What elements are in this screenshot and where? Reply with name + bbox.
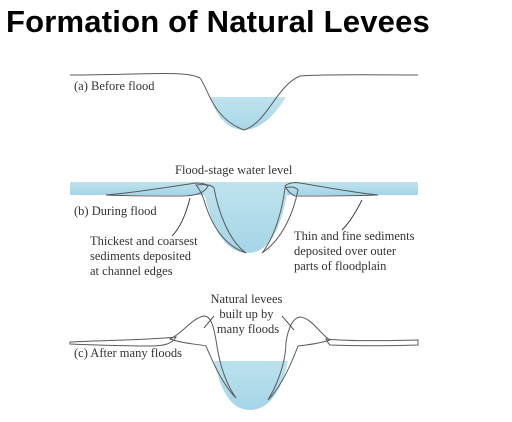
water-level-label: Flood-stage water level	[175, 163, 293, 177]
diagram-title: Formation of Natural Levees	[6, 4, 430, 39]
panel-before-flood: (a) Before flood	[69, 72, 419, 131]
sediment-layer-left	[105, 182, 209, 197]
panel-a-label: (a) Before flood	[74, 79, 155, 93]
leader-right	[341, 199, 363, 231]
sediment-wedge-left	[194, 184, 247, 254]
levee-note-line: Natural levees	[211, 292, 283, 306]
right-note: Thin and fine sediments deposited over o…	[294, 229, 418, 273]
sediment-layer-right	[284, 182, 379, 197]
levee-note-line: many floods	[217, 322, 279, 336]
sediment-floodplain-right	[325, 338, 419, 347]
ground-profile	[69, 72, 419, 131]
left-note-line: sediments deposited	[90, 249, 192, 263]
natural-levee-right	[267, 316, 332, 401]
levee-note: Natural levees built up by many floods	[211, 292, 286, 336]
right-note-line: parts of floodplain	[294, 259, 387, 273]
right-note-line: Thin and fine sediments	[294, 229, 415, 243]
levee-note-line: built up by	[219, 307, 274, 321]
panel-c-label: (c) After many floods	[74, 346, 182, 360]
leader-levee-right	[281, 315, 295, 331]
channel-water	[214, 361, 288, 410]
panel-during-flood: Flood-stage water level (b) During flood…	[70, 163, 418, 278]
left-note-line: at channel edges	[90, 264, 173, 278]
channel-water	[210, 97, 286, 130]
sediment-wedge-right	[261, 186, 299, 254]
panel-b-label: (b) During flood	[74, 204, 157, 218]
natural-levee-left	[168, 315, 237, 399]
channel-water	[202, 182, 289, 253]
leader-levee-left	[203, 315, 215, 329]
left-note-line: Thickest and coarsest	[90, 234, 198, 248]
panel-after-floods: (c) After many floods Natural levees bui…	[69, 292, 419, 410]
right-note-line: deposited over outer	[294, 244, 397, 258]
left-note: Thickest and coarsest sediments deposite…	[90, 234, 201, 278]
leader-left	[171, 197, 191, 237]
sediment-floodplain-left	[69, 336, 177, 347]
